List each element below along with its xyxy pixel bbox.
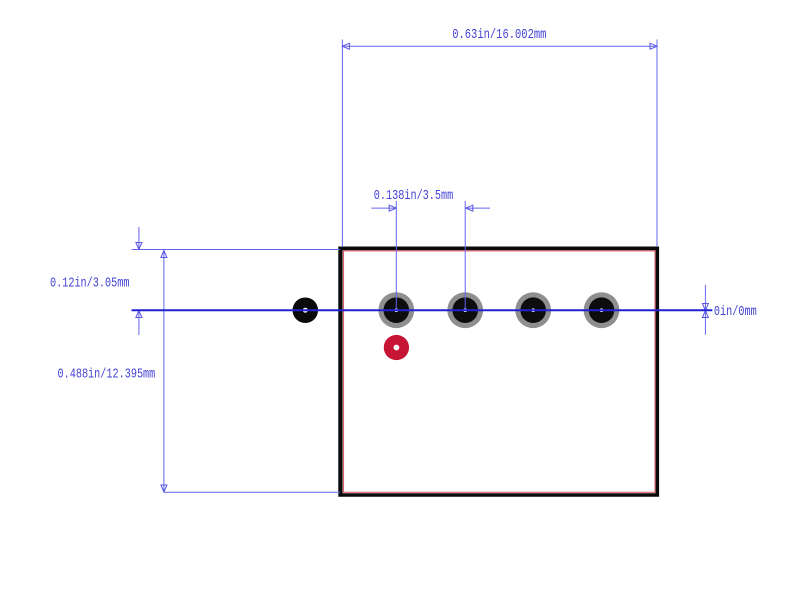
svg-text:0.488in/12.395mm: 0.488in/12.395mm <box>58 366 156 382</box>
svg-text:0.63in/16.002mm: 0.63in/16.002mm <box>452 26 546 42</box>
svg-text:0.138in/3.5mm: 0.138in/3.5mm <box>374 188 453 204</box>
svg-text:0.12in/3.05mm: 0.12in/3.05mm <box>50 275 129 291</box>
svg-text:0in/0mm: 0in/0mm <box>714 304 757 320</box>
